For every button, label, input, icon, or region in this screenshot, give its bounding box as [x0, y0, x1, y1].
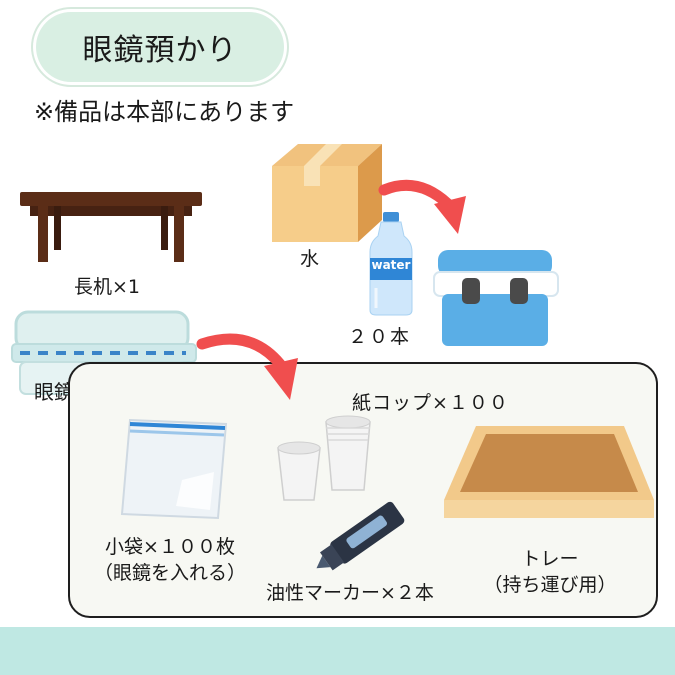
- tray-note: （持ち運び用）: [483, 574, 617, 596]
- arrow-icon: [378, 179, 466, 234]
- tray-icon: [444, 426, 654, 518]
- cooler-box-icon: [433, 250, 559, 346]
- arrow-icon: [196, 333, 298, 400]
- bottle-label-text: water: [371, 258, 411, 272]
- water-bottles-label: ２０本: [348, 326, 412, 348]
- water-box-label: 水: [300, 248, 320, 270]
- cardboard-box-icon: [272, 144, 382, 242]
- note-text: ※備品は本部にあります: [34, 98, 295, 126]
- paper-cups-label: 紙コップ×１００: [352, 392, 509, 414]
- zip-bag-icon: [120, 418, 228, 520]
- paper-cups-icon: [277, 415, 371, 501]
- marker-label: 油性マーカー×２本: [266, 582, 434, 604]
- desk-icon: [20, 192, 202, 262]
- bags-note: （眼鏡を入れる）: [93, 562, 246, 584]
- marker-icon: [316, 501, 405, 571]
- footer-band: [0, 627, 675, 675]
- water-bottle-icon: [369, 212, 413, 316]
- tray-label: トレー: [521, 548, 579, 570]
- page-title: 眼鏡預かり: [36, 12, 284, 82]
- bags-label: 小袋×１００枚: [105, 536, 235, 558]
- desk-label: 長机×1: [74, 276, 141, 298]
